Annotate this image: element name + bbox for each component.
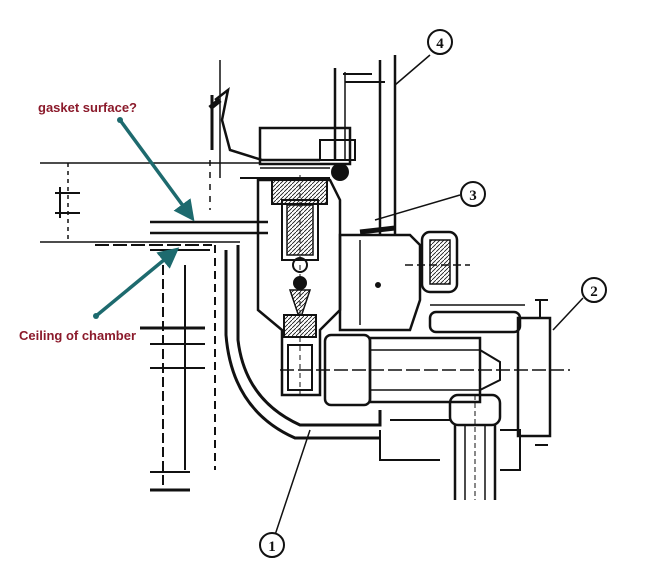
ceiling-arrow-tail-dot xyxy=(93,313,99,319)
callout-3: 3 xyxy=(460,181,486,207)
callout-1-label: 1 xyxy=(268,539,276,555)
annotation-arrows xyxy=(93,117,195,319)
callout-4-label: 4 xyxy=(436,36,444,52)
callout-2-label: 2 xyxy=(590,284,598,300)
callout-4: 4 xyxy=(427,29,453,55)
ceiling-arrow xyxy=(94,247,180,318)
drawing-lines xyxy=(40,54,584,536)
callout-1: 1 xyxy=(259,532,285,558)
gasket-arrow-tail-dot xyxy=(117,117,123,123)
ceiling-of-chamber-annotation: Ceiling of chamber xyxy=(19,328,137,343)
gasket-surface-annotation: gasket surface? xyxy=(38,100,137,115)
callout-3-label: 3 xyxy=(469,188,477,204)
gasket-arrow xyxy=(118,118,195,222)
callout-2: 2 xyxy=(581,277,607,303)
